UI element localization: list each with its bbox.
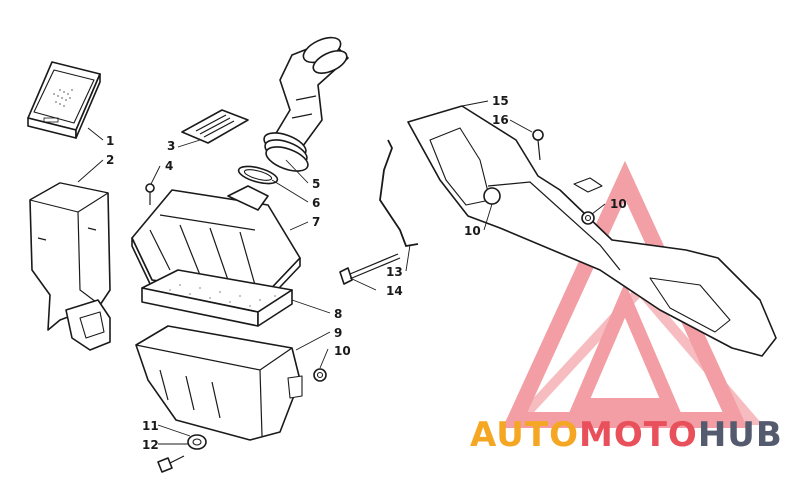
callout-9: 9 xyxy=(334,326,342,340)
callout-4: 4 xyxy=(165,159,173,173)
bolt-12-part xyxy=(157,455,185,473)
callout-8: 8 xyxy=(334,307,342,321)
callout-15: 15 xyxy=(492,94,509,108)
screw-4-part xyxy=(145,183,155,205)
callout-3: 3 xyxy=(167,139,175,153)
air-filter-part xyxy=(141,269,293,327)
watermark-auto: AUTO xyxy=(470,415,579,455)
callout-numbers: 1 2 3 4 5 6 7 8 9 10 10 10 11 12 13 14 1… xyxy=(106,94,627,452)
decal-part xyxy=(181,109,249,144)
intake-screen-part xyxy=(27,61,101,139)
callout-16: 16 xyxy=(492,113,509,127)
callout-7: 7 xyxy=(312,215,320,229)
callout-10-grommet: 10 xyxy=(610,197,627,211)
bolt-14-part xyxy=(339,253,401,285)
callout-10-tray: 10 xyxy=(464,224,481,238)
callout-1: 1 xyxy=(106,134,114,148)
grommet-11-part xyxy=(187,434,207,450)
callout-10-airbox: 10 xyxy=(334,344,351,358)
intake-boot-part xyxy=(263,36,349,172)
grommet-10c-part xyxy=(581,211,595,225)
grommet-10a-part xyxy=(313,368,327,382)
leader-lines xyxy=(77,100,606,445)
intake-tray-part xyxy=(407,105,777,357)
callout-12: 12 xyxy=(142,438,159,452)
watermark-moto: MOTO xyxy=(579,415,698,455)
rod-bracket-part xyxy=(379,139,419,248)
callout-2: 2 xyxy=(106,153,114,167)
callout-6: 6 xyxy=(312,196,320,210)
watermark-hub: HUB xyxy=(698,415,783,455)
airbox-base-part xyxy=(135,325,303,441)
intake-duct-part xyxy=(29,182,111,351)
callout-13: 13 xyxy=(386,265,403,279)
callout-11: 11 xyxy=(142,419,159,433)
screw-16-part xyxy=(532,129,544,161)
watermark-text: AUTOMOTOHUB xyxy=(470,415,783,455)
clamp-part xyxy=(237,165,279,185)
callout-14: 14 xyxy=(386,284,403,298)
callout-5: 5 xyxy=(312,177,320,191)
